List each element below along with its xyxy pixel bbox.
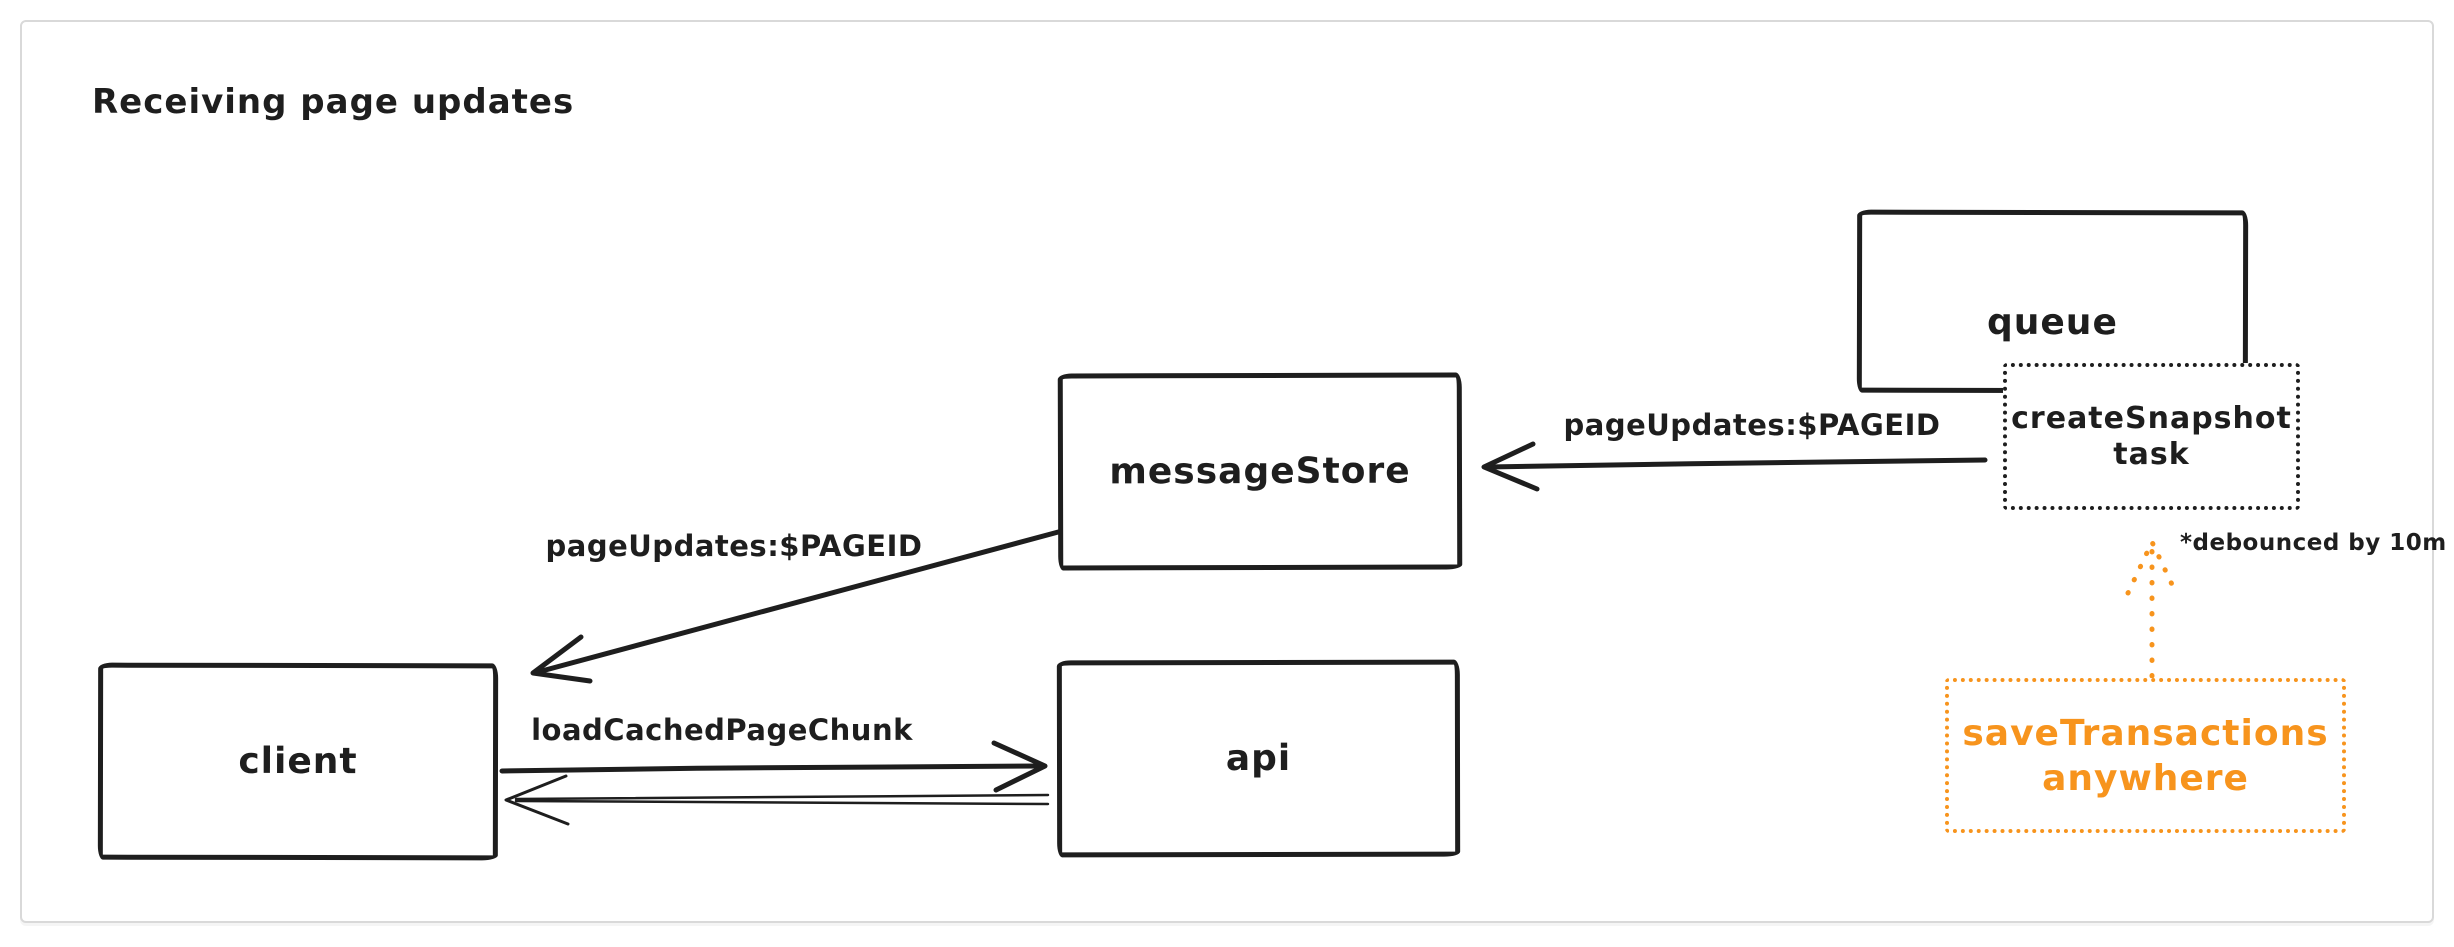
node-create-snapshot-task-label: createSnapshot task xyxy=(2011,400,2292,472)
edge-label-page-updates-queue: pageUpdates:$PAGEID xyxy=(1563,408,1941,442)
node-message-store: messageStore xyxy=(1057,372,1463,571)
arrow-save-transactions-to-create-snapshot xyxy=(2125,539,2179,679)
arrow-message-store-to-client xyxy=(530,528,1065,684)
node-api: api xyxy=(1056,659,1461,858)
node-queue-label: queue xyxy=(1986,301,2118,343)
node-save-transactions-label: saveTransactions anywhere xyxy=(1962,712,2329,799)
diagram-title: Receiving page updates xyxy=(92,82,575,122)
edge-label-page-updates-client: pageUpdates:$PAGEID xyxy=(545,529,923,563)
node-api-label: api xyxy=(1225,737,1292,779)
node-client-label: client xyxy=(238,740,358,783)
note-debounced: *debounced by 10m xyxy=(2180,530,2447,556)
edge-label-load-cached-page-chunk: loadCachedPageChunk xyxy=(531,713,913,747)
node-create-snapshot-task: createSnapshot task xyxy=(2003,363,2300,510)
arrow-client-to-api xyxy=(499,740,1048,793)
node-message-store-label: messageStore xyxy=(1109,450,1411,493)
node-client: client xyxy=(97,662,499,861)
arrow-api-to-client-return xyxy=(504,774,1050,826)
node-save-transactions: saveTransactions anywhere xyxy=(1945,678,2346,833)
arrow-create-snapshot-to-message-store xyxy=(1481,441,1988,492)
